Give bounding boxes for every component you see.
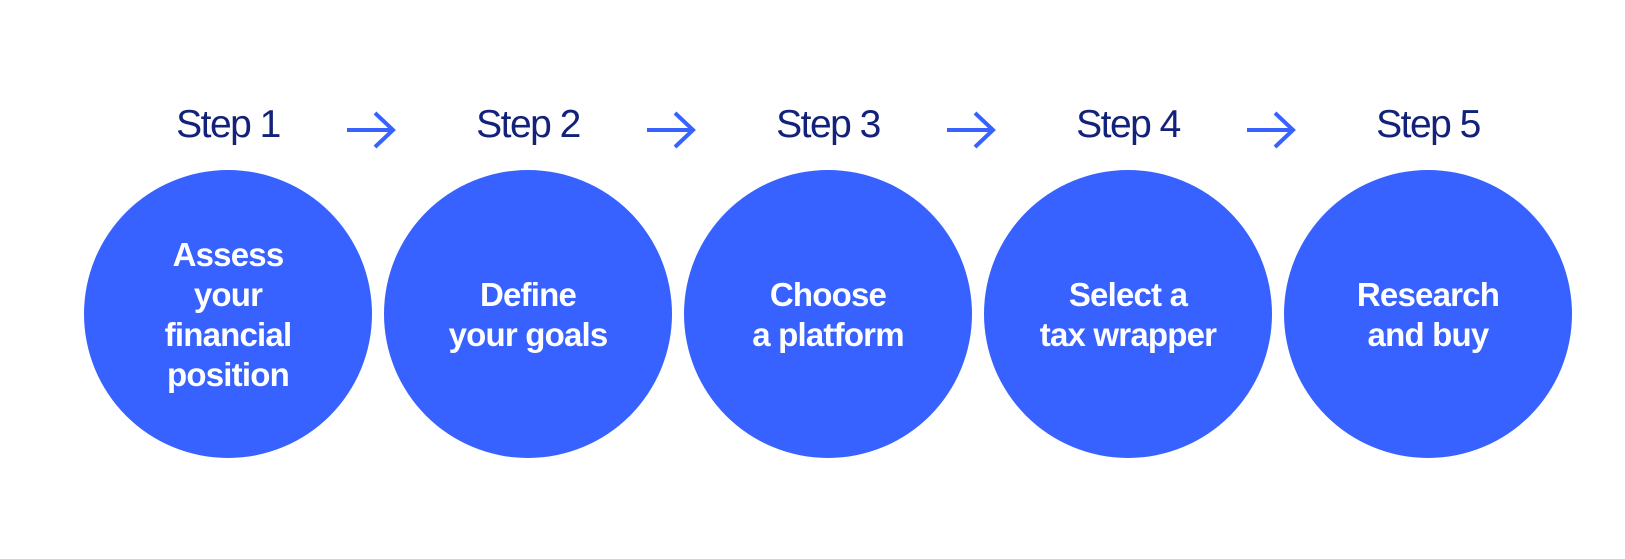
arrow-right-icon [1247, 111, 1296, 149]
arrow-right-icon [947, 111, 996, 149]
step-3-circle: Choose a platform [684, 170, 972, 458]
step-5-text: Research and buy [1356, 276, 1500, 353]
step-1-circle: Assess your financial position [84, 170, 372, 458]
step-4-label: Step 4 [1076, 103, 1181, 146]
step-2-circle: Define your goals [384, 170, 672, 458]
step-2-text: Define your goals [448, 276, 609, 353]
step-3-label: Step 3 [776, 103, 881, 146]
step-1-label: Step 1 [176, 103, 281, 146]
step-1-text: Assess your financial position [164, 236, 292, 393]
step-5-label: Step 5 [1376, 103, 1481, 146]
step-4-text: Select a tax wrapper [1039, 276, 1217, 353]
arrow-right-icon [647, 111, 696, 149]
step-2-label: Step 2 [476, 103, 581, 146]
step-3-text: Choose a platform [752, 276, 904, 353]
step-4-circle: Select a tax wrapper [984, 170, 1272, 458]
step-5-circle: Research and buy [1284, 170, 1572, 458]
arrow-right-icon [347, 111, 396, 149]
